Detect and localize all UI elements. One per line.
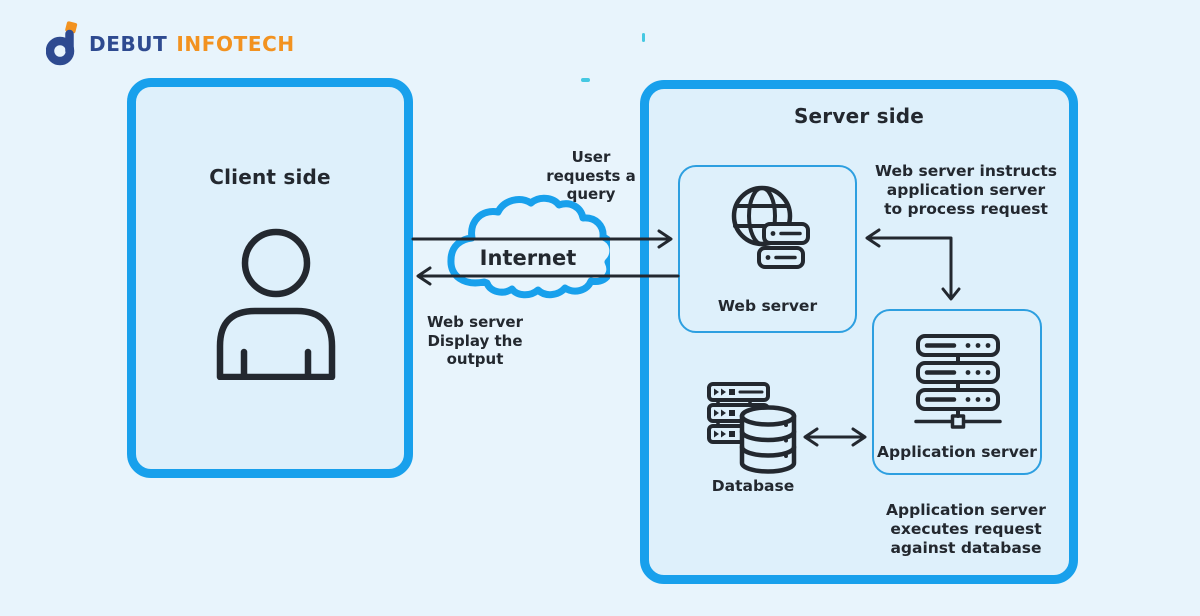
web-display-label: Web server Display the output (427, 313, 523, 368)
web-server-label: Web server (717, 297, 818, 315)
database-label: Database (711, 477, 795, 495)
webserver-instructs-label: Web server instructs application server … (874, 162, 1058, 218)
person-icon (216, 228, 336, 380)
globe-server-icon (731, 185, 810, 269)
server-side-title: Server side (793, 104, 925, 128)
logo: DEBUT INFOTECH (46, 21, 295, 67)
decorative-mark (581, 78, 590, 82)
logo-brand-secondary: INFOTECH (176, 32, 295, 56)
appserver-executes-label: Application server executes request agai… (886, 501, 1046, 557)
cloud-icon (447, 194, 610, 299)
debut-infotech-monogram-icon (46, 21, 78, 66)
database-cylinder-icon (707, 382, 797, 474)
client-side-panel: Client side (127, 78, 413, 478)
user-request-label: User requests a query (546, 148, 636, 203)
internet-label: Internet (479, 246, 577, 270)
application-server-label: Application server (877, 443, 1037, 461)
logo-brand-primary: DEBUT (89, 32, 168, 56)
client-side-title: Client side (209, 165, 331, 189)
server-stack-icon (914, 334, 1002, 429)
decorative-mark (642, 33, 645, 42)
